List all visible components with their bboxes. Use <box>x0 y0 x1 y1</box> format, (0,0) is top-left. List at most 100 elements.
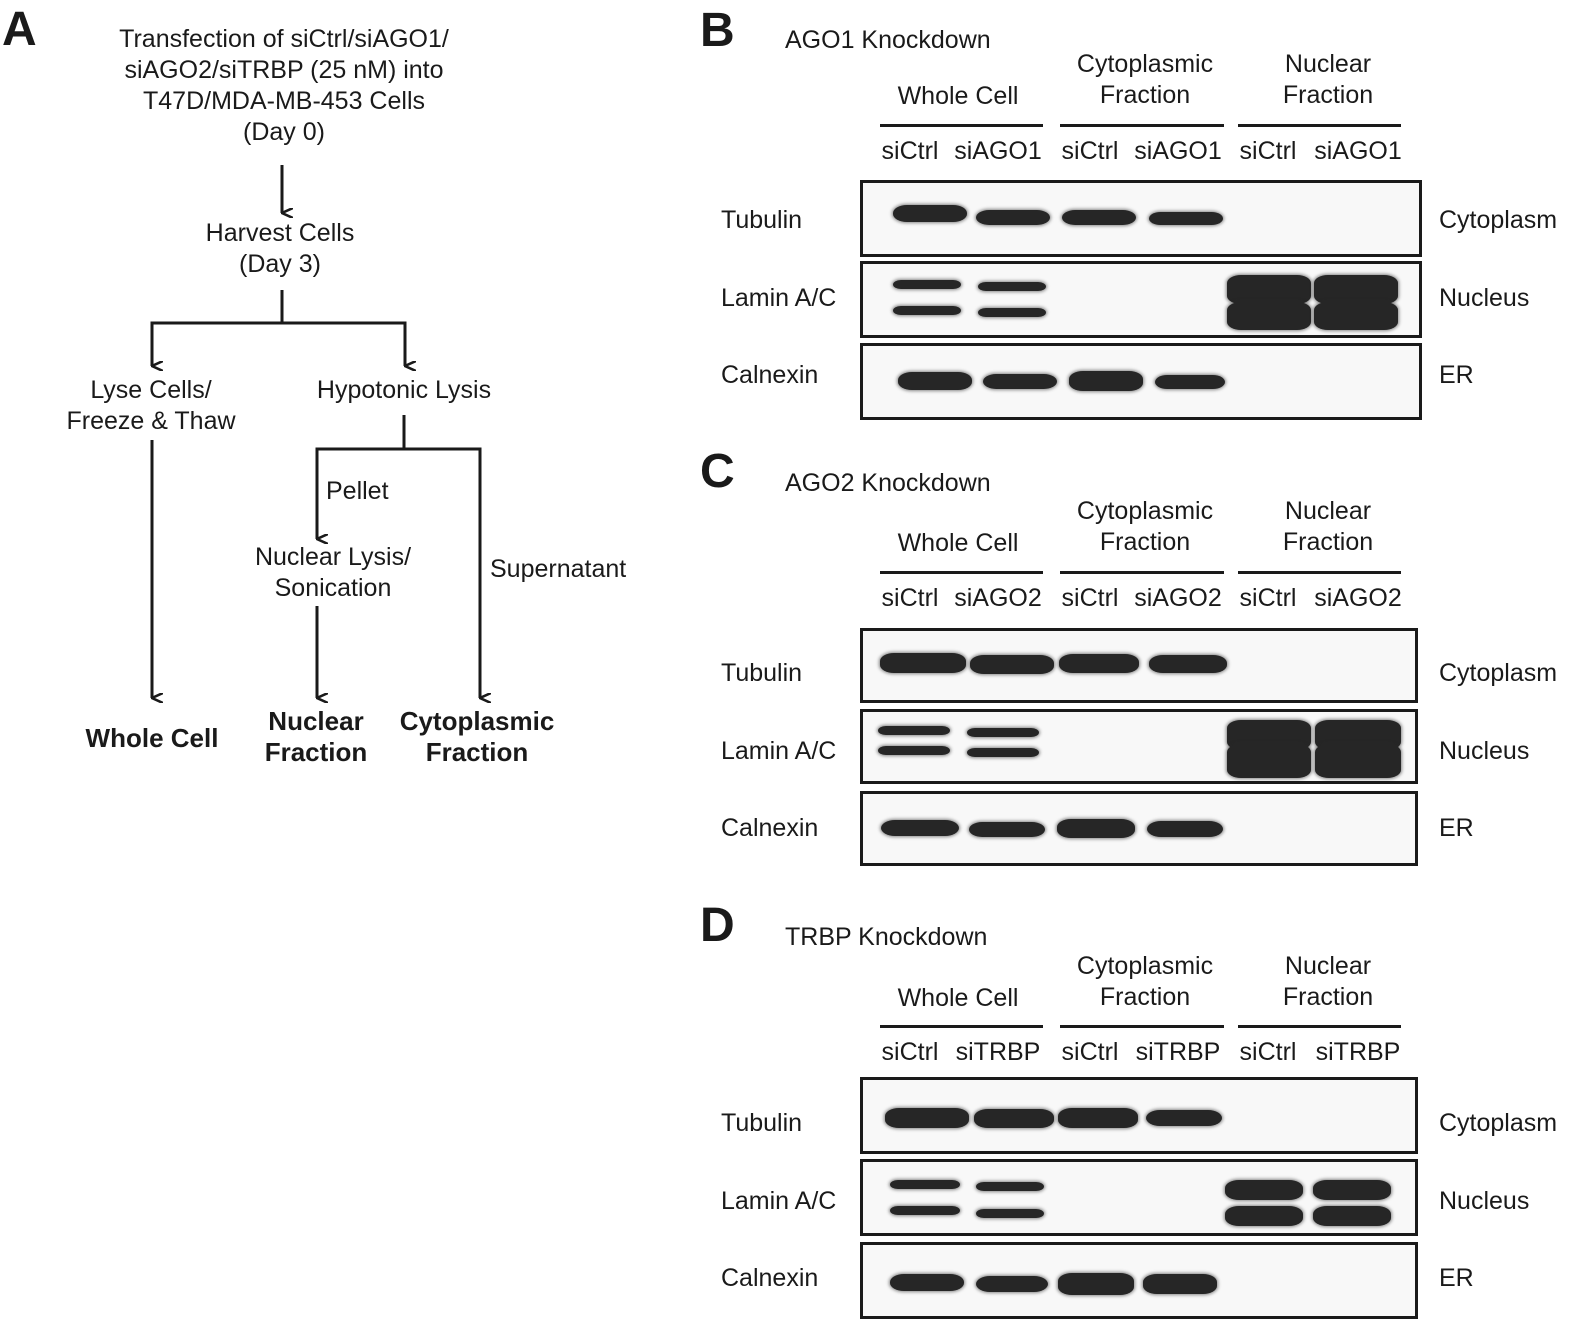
supernatant-label: Supernatant <box>490 555 627 583</box>
branch-line <box>150 290 284 366</box>
blot-calnexin <box>860 791 1418 866</box>
group-rule <box>880 1025 1043 1028</box>
group-header-line: Cytoplasmic <box>1076 50 1214 78</box>
output-nuclear-fraction: Nuclear Fraction <box>265 706 368 768</box>
hypotonic-lysis-step: Hypotonic Lysis <box>316 376 492 404</box>
band <box>1057 819 1135 838</box>
band <box>898 372 972 390</box>
band <box>974 1109 1054 1128</box>
row-location-er: ER <box>1439 814 1474 842</box>
band <box>978 308 1046 317</box>
group-header-whole-cell: Whole Cell <box>897 529 1019 557</box>
lane-label: siAGO1 <box>1314 137 1402 165</box>
panel-b-title: AGO1 Knockdown <box>785 26 991 54</box>
row-label-lamin: Lamin A/C <box>721 1187 837 1215</box>
band <box>1313 1180 1391 1200</box>
group-rule <box>1060 1025 1224 1028</box>
band <box>1314 275 1398 304</box>
transfection-line: (Day 0) <box>243 118 325 146</box>
band <box>976 1209 1044 1218</box>
harvest-step: Harvest Cells (Day 3) <box>206 218 355 280</box>
row-location-nucleus: Nucleus <box>1439 284 1530 312</box>
split-hypotonic-supernatant <box>404 447 480 698</box>
band <box>1149 212 1223 225</box>
nuclear-lysis-step: Nuclear Lysis/ Sonication <box>255 542 411 604</box>
row-label-calnexin: Calnexin <box>721 1264 819 1292</box>
lane-label: siTRBP <box>1315 1038 1401 1066</box>
band <box>893 280 961 289</box>
band <box>1058 1273 1134 1295</box>
row-label-calnexin: Calnexin <box>721 814 819 842</box>
band <box>1314 302 1398 330</box>
lane-label: siTRBP <box>1135 1038 1221 1066</box>
group-header-line: Nuclear <box>1284 952 1372 980</box>
band <box>890 1274 964 1291</box>
blot-tubulin <box>860 180 1422 257</box>
split-hypotonic <box>315 415 406 539</box>
band <box>1225 1180 1303 1200</box>
band <box>1227 302 1311 330</box>
lyse-step: Lyse Cells/ Freeze & Thaw <box>66 375 235 437</box>
lyse-line: Freeze & Thaw <box>66 407 236 435</box>
band <box>983 374 1057 389</box>
group-header-nuclear: Nuclear Fraction <box>1283 49 1373 111</box>
panel-a-letter: A <box>2 3 37 56</box>
transfection-line: siAGO2/siTRBP (25 nM) into <box>124 56 444 84</box>
group-header-nuclear: Nuclear Fraction <box>1283 951 1373 1013</box>
lane-label: siCtrl <box>881 137 939 165</box>
lane-label: siCtrl <box>881 584 939 612</box>
pellet-label: Pellet <box>326 477 389 505</box>
lane-label: siCtrl <box>1061 137 1119 165</box>
group-rule <box>1060 571 1224 574</box>
harvest-line: Harvest Cells <box>205 219 355 247</box>
panel-b-letter: B <box>700 4 735 57</box>
band <box>893 306 961 315</box>
row-location-nucleus: Nucleus <box>1439 737 1530 765</box>
group-header-line: Cytoplasmic <box>1076 497 1214 525</box>
group-header-line: Fraction <box>1282 983 1374 1011</box>
blot-calnexin <box>860 343 1422 420</box>
group-rule <box>880 571 1043 574</box>
row-label-tubulin: Tubulin <box>721 206 803 234</box>
lane-label: siAGO2 <box>1314 584 1402 612</box>
lane-label: siCtrl <box>1239 1038 1297 1066</box>
lane-label: siAGO1 <box>1134 137 1222 165</box>
blot-lamin <box>860 1159 1418 1236</box>
group-rule <box>1238 571 1401 574</box>
row-label-lamin: Lamin A/C <box>721 284 837 312</box>
row-location-cytoplasm: Cytoplasm <box>1439 659 1558 687</box>
lane-label: siCtrl <box>1061 1038 1119 1066</box>
transfection-line: Transfection of siCtrl/siAGO1/ <box>119 25 449 53</box>
group-header-cytoplasmic: Cytoplasmic Fraction <box>1077 49 1213 111</box>
band <box>1313 1206 1391 1226</box>
band <box>1315 744 1401 778</box>
group-header-cytoplasmic: Cytoplasmic Fraction <box>1077 496 1213 558</box>
flowchart-connectors <box>150 165 700 790</box>
group-header-line: Fraction <box>1099 528 1191 556</box>
band <box>976 1276 1048 1292</box>
group-header-nuclear: Nuclear Fraction <box>1283 496 1373 558</box>
panel-c-title: AGO2 Knockdown <box>785 469 991 497</box>
band <box>890 1180 960 1189</box>
band <box>969 822 1045 837</box>
output-nuclear-line: Fraction <box>264 737 368 767</box>
band <box>881 820 959 836</box>
nuclear-lysis-line: Nuclear Lysis/ <box>254 543 412 571</box>
band <box>976 1182 1044 1191</box>
blot-tubulin <box>860 1077 1418 1154</box>
band <box>1227 275 1311 304</box>
band <box>890 1206 960 1215</box>
group-rule <box>880 124 1043 127</box>
output-cyto-line: Cytoplasmic <box>399 706 555 736</box>
panel-d-letter: D <box>700 899 735 952</box>
lane-label: siAGO2 <box>1134 584 1222 612</box>
band <box>878 746 950 755</box>
group-header-line: Fraction <box>1099 983 1191 1011</box>
band <box>1059 654 1139 673</box>
blot-lamin <box>860 261 1422 338</box>
group-rule <box>1238 1025 1401 1028</box>
transfection-step: Transfection of siCtrl/siAGO1/ siAGO2/si… <box>119 24 449 148</box>
band <box>970 655 1054 674</box>
panel-c-letter: C <box>700 445 735 498</box>
band <box>885 1108 969 1128</box>
